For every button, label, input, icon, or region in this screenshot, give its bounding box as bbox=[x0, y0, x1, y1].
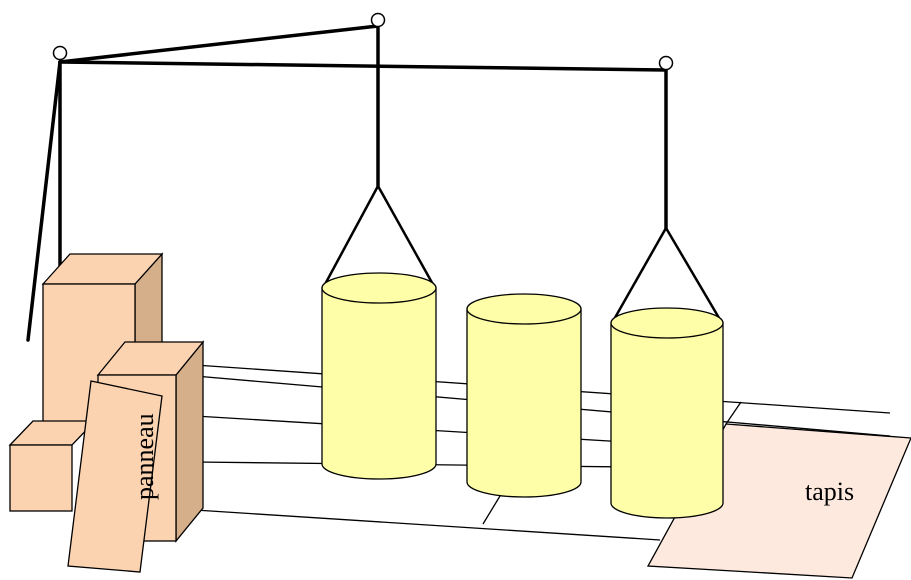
panneau-board bbox=[67, 380, 163, 573]
pulley-right bbox=[658, 55, 674, 71]
panneau-label: panneau bbox=[130, 413, 159, 500]
cylinder-center bbox=[466, 293, 582, 498]
sling-right bbox=[610, 227, 724, 324]
medium-box-side bbox=[175, 340, 204, 543]
pulley-left bbox=[52, 45, 68, 61]
cylinder-right bbox=[610, 307, 724, 519]
small-box-top bbox=[8, 420, 97, 446]
small-box-front bbox=[9, 444, 73, 512]
cylinder-left bbox=[321, 272, 437, 480]
sling-middle bbox=[321, 185, 437, 289]
tapis-label: tapis bbox=[805, 477, 854, 506]
pulley-top bbox=[370, 12, 386, 28]
box-stack bbox=[8, 252, 205, 573]
